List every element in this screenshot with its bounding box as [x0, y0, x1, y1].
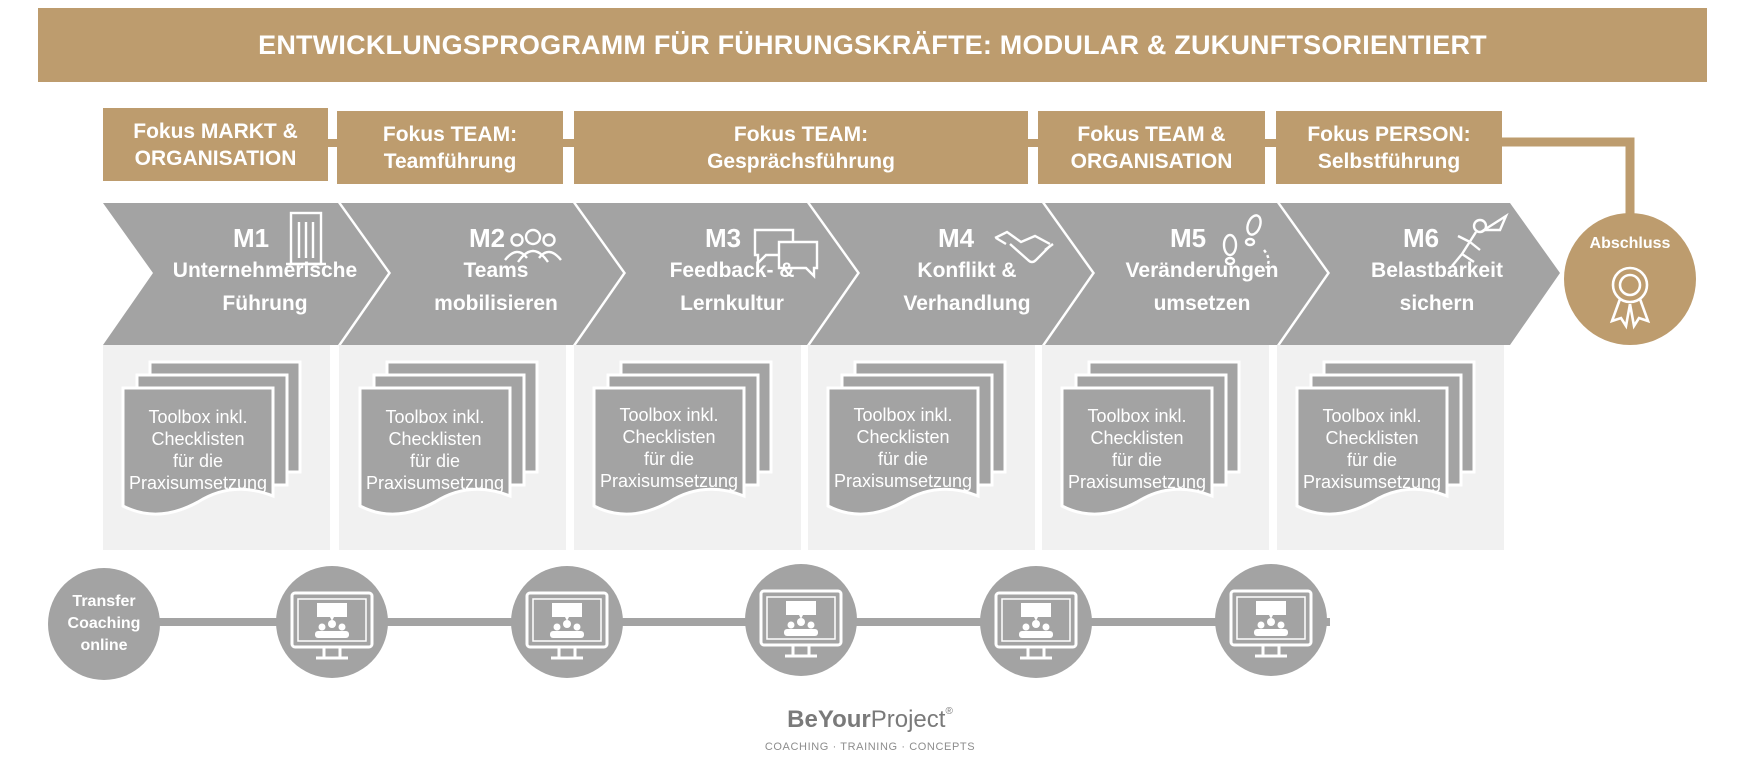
- module-title: Unternehmerische Führung: [172, 259, 358, 315]
- toolbox-docs-m3: [592, 360, 773, 516]
- module-code: M2: [469, 223, 506, 253]
- award-icon: [1609, 266, 1651, 330]
- module-title: Konflikt & Verhandlung: [903, 259, 1031, 315]
- toolbox-text-m4: Toolbox inkl. Checklisten für die Praxis…: [833, 405, 973, 491]
- module-m2: M2 Teams mobilisieren: [384, 223, 608, 320]
- module-m4: M4 Konflikt & Verhandlung: [855, 223, 1079, 320]
- focus-team-leadership: Fokus TEAM: Teamführung: [337, 111, 563, 184]
- toolbox-docs-m4: [826, 360, 1007, 516]
- module-code: M6: [1403, 223, 1440, 253]
- page-title-text: ENTWICKLUNGSPROGRAMM FÜR FÜHRUNGSKRÄFTE:…: [258, 29, 1487, 60]
- completion-circle: [1564, 213, 1696, 345]
- module-code: M5: [1170, 223, 1207, 253]
- toolbox-docs-m5: [1060, 360, 1241, 516]
- focus-team-communication: Fokus TEAM: Gesprächsführung: [574, 111, 1028, 184]
- module-m6: M6 Belastbarkeit sichern: [1325, 223, 1549, 320]
- building-icon: [286, 211, 326, 266]
- toolbox-docs-m1: [121, 360, 302, 516]
- speech-bubbles-icon: [753, 228, 819, 279]
- brand-name-light: Project: [870, 706, 946, 733]
- chevron-m4: [810, 203, 1092, 345]
- module-title: Feedback- & Lernkultur: [669, 259, 795, 315]
- team-icon: [504, 228, 562, 263]
- completion-label: Abschluss: [1589, 235, 1671, 252]
- toolbox-text-m2: Toolbox inkl. Checklisten für die Praxis…: [365, 407, 505, 493]
- module-code: M3: [705, 223, 742, 253]
- module-m3: M3 Feedback- & Lernkultur: [620, 223, 844, 320]
- module-title: Belastbarkeit sichern: [1371, 259, 1503, 315]
- online-meeting-icon: [276, 566, 388, 678]
- toolbox-text-m6: Toolbox inkl. Checklisten für die Praxis…: [1302, 406, 1442, 492]
- toolbox-docs-m2: [358, 360, 539, 516]
- brand-registered-mark: ®: [945, 706, 953, 717]
- chevron-m6: [1280, 203, 1560, 345]
- chevron-m3: [576, 203, 857, 345]
- transfer-coaching-label: Transfer Coaching online: [67, 593, 141, 654]
- completion-connector: [1502, 137, 1635, 215]
- module-code: M1: [233, 223, 270, 253]
- online-meeting-icon: [1215, 564, 1327, 676]
- module-code: M4: [938, 223, 975, 253]
- module-title: Teams mobilisieren: [434, 259, 558, 315]
- online-meeting-icon: [980, 566, 1092, 678]
- online-meeting-icon: [745, 564, 857, 676]
- handshake-icon: [994, 230, 1054, 264]
- brand-tagline: COACHING · TRAINING · CONCEPTS: [764, 741, 976, 753]
- module-title: Veränderungen umsetzen: [1125, 259, 1279, 315]
- module-m1: M1 Unternehmerische Führung: [150, 223, 380, 320]
- online-meeting-icon: [511, 566, 623, 678]
- toolbox-docs-m6: [1295, 360, 1476, 516]
- chevron-m2: [341, 203, 623, 345]
- focus-person-selfleadership: Fokus PERSON: Selbstführung: [1276, 111, 1502, 184]
- toolbox-text-m5: Toolbox inkl. Checklisten für die Praxis…: [1067, 406, 1207, 492]
- brand-logo: BeYourProject®: [640, 706, 1100, 734]
- module-m5: M5 Veränderungen umsetzen: [1090, 223, 1314, 320]
- toolbox-text-m1: Toolbox inkl. Checklisten für die Praxis…: [128, 407, 268, 493]
- transfer-coaching-circle: Transfer Coaching online: [48, 568, 160, 680]
- timeline-line: [150, 618, 1330, 626]
- superhero-icon: [1451, 212, 1509, 267]
- page-title: ENTWICKLUNGSPROGRAMM FÜR FÜHRUNGSKRÄFTE:…: [38, 8, 1707, 82]
- toolbox-text-m3: Toolbox inkl. Checklisten für die Praxis…: [599, 405, 739, 491]
- brand-name-bold: BeYour: [787, 706, 871, 733]
- focus-team-organisation: Fokus TEAM & ORGANISATION: [1038, 111, 1265, 184]
- chevron-m5: [1045, 203, 1327, 345]
- chevron-m1: [103, 203, 388, 345]
- focus-market-organisation: Fokus MARKT & ORGANISATION: [103, 108, 328, 181]
- footprints-icon: [1222, 214, 1270, 269]
